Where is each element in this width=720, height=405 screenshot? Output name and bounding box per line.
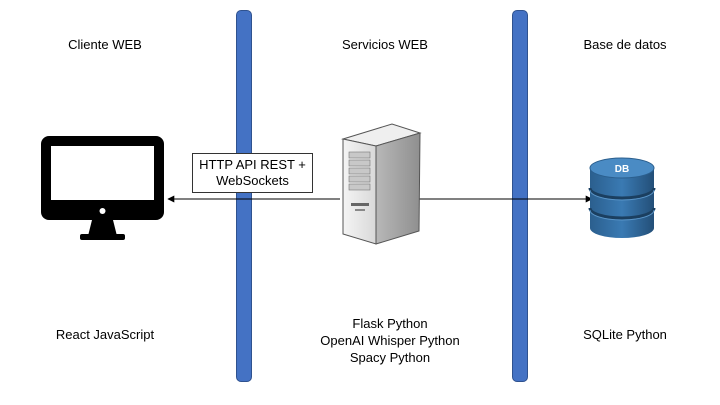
services-heading: Servicios WEB xyxy=(342,37,428,52)
services-tech-item: Flask Python xyxy=(352,316,428,331)
server-tower-icon xyxy=(341,123,422,245)
protocol-label-box: HTTP API REST + WebSockets xyxy=(192,153,313,193)
client-tech-stack: React JavaScript xyxy=(30,326,180,343)
protocol-label-line2: WebSockets xyxy=(216,173,289,188)
services-tech-item: OpenAI Whisper Python xyxy=(320,333,460,348)
database-heading: Base de datos xyxy=(583,37,667,52)
computer-monitor-icon xyxy=(41,136,164,240)
separator-pillar-left xyxy=(236,10,252,382)
database-icon: DB xyxy=(588,157,656,238)
database-tech-stack: SQLite Python xyxy=(555,326,695,343)
database-tech-item: SQLite Python xyxy=(583,327,667,342)
database-badge: DB xyxy=(615,164,629,175)
client-heading: Cliente WEB xyxy=(68,37,142,52)
client-tech-item: React JavaScript xyxy=(55,327,155,342)
services-tech-stack: Flask Python OpenAI Whisper Python Spacy… xyxy=(300,315,480,366)
protocol-label-line1: HTTP API REST + xyxy=(199,157,306,172)
separator-pillar-right xyxy=(512,10,528,382)
services-tech-item: Spacy Python xyxy=(349,350,431,365)
